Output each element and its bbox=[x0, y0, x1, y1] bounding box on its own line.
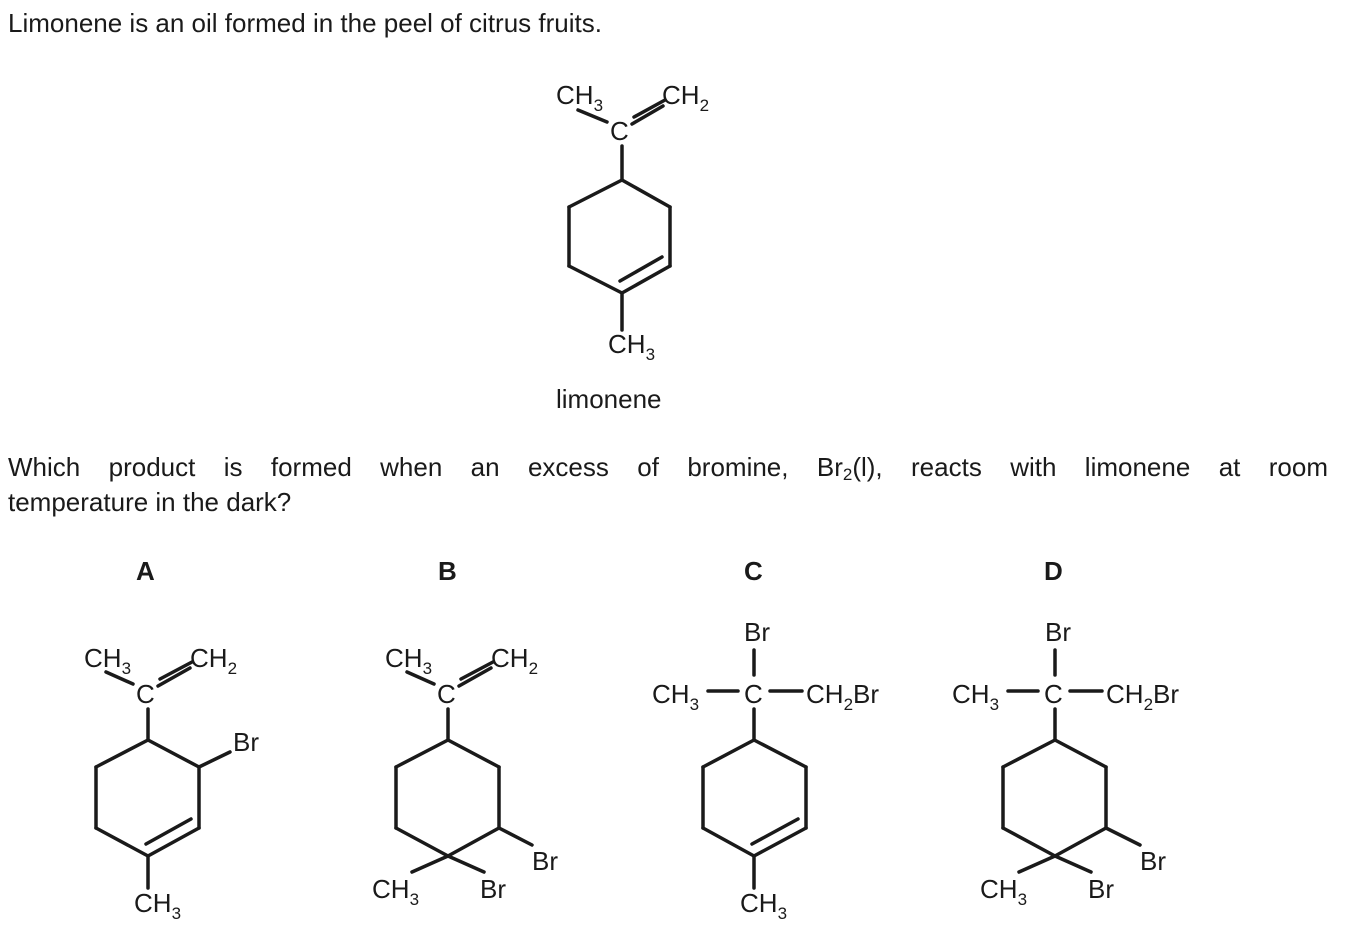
option-label-a[interactable]: A bbox=[136, 556, 155, 586]
b-ch3-bottom-label: CH3 bbox=[372, 874, 419, 909]
c-br-top-label: Br bbox=[744, 617, 770, 647]
option-label-b[interactable]: B bbox=[438, 556, 457, 586]
option-label-c[interactable]: C bbox=[744, 556, 763, 586]
d-ch2br-label: CH2Br bbox=[1106, 679, 1179, 714]
d-br-ring-label: Br bbox=[1140, 846, 1166, 876]
c-ch3-bottom-label: CH3 bbox=[740, 888, 787, 923]
question-subscript: 2 bbox=[842, 465, 853, 484]
d-ch3-bottom-label: CH3 bbox=[980, 874, 1027, 909]
question-line-1: Which product is formed when an excess o… bbox=[8, 452, 1328, 484]
limonene-structure: CH3 CH2 C CH3 limonene bbox=[556, 80, 709, 414]
limonene-ch2-label: CH2 bbox=[662, 80, 709, 115]
d-ch3-label: CH3 bbox=[952, 679, 999, 714]
a-ch3-label: CH3 bbox=[84, 643, 131, 678]
option-c-structure[interactable]: Br CH3 C CH2Br CH3 bbox=[652, 617, 879, 923]
option-label-d[interactable]: D bbox=[1044, 556, 1063, 586]
limonene-ch3-bottom-label: CH3 bbox=[608, 329, 655, 364]
d-br-top-label: Br bbox=[1045, 617, 1071, 647]
limonene-c-label: C bbox=[610, 116, 629, 146]
c-ch3-label: CH3 bbox=[652, 679, 699, 714]
question-text-b: (l), reacts with limonene at room bbox=[852, 452, 1328, 482]
question-text-a: Which product is formed when an excess o… bbox=[8, 452, 843, 482]
c-c-label: C bbox=[744, 679, 763, 709]
a-br-label: Br bbox=[233, 727, 259, 757]
d-c-label: C bbox=[1044, 679, 1063, 709]
option-d-structure[interactable]: Br CH3 C CH2Br Br CH3 Br bbox=[952, 617, 1179, 909]
a-ch2-label: CH2 bbox=[190, 643, 237, 678]
option-b-structure[interactable]: CH3 CH2 C Br CH3 Br bbox=[372, 643, 558, 909]
limonene-ch3-label: CH3 bbox=[556, 80, 603, 115]
question-line-2: temperature in the dark? bbox=[8, 487, 292, 517]
d-br-bottom-label: Br bbox=[1088, 874, 1114, 904]
b-ch2-label: CH2 bbox=[491, 643, 538, 678]
c-ch2br-label: CH2Br bbox=[806, 679, 879, 714]
b-br-bottom-label: Br bbox=[480, 874, 506, 904]
a-c-label: C bbox=[136, 679, 155, 709]
a-ch3-bottom-label: CH3 bbox=[134, 888, 181, 923]
option-a-structure[interactable]: CH3 CH2 C Br CH3 bbox=[84, 643, 259, 923]
b-br-ring-label: Br bbox=[532, 846, 558, 876]
intro-text: Limonene is an oil formed in the peel of… bbox=[8, 8, 602, 38]
b-ch3-label: CH3 bbox=[385, 643, 432, 678]
limonene-caption: limonene bbox=[556, 384, 662, 414]
b-c-label: C bbox=[437, 679, 456, 709]
